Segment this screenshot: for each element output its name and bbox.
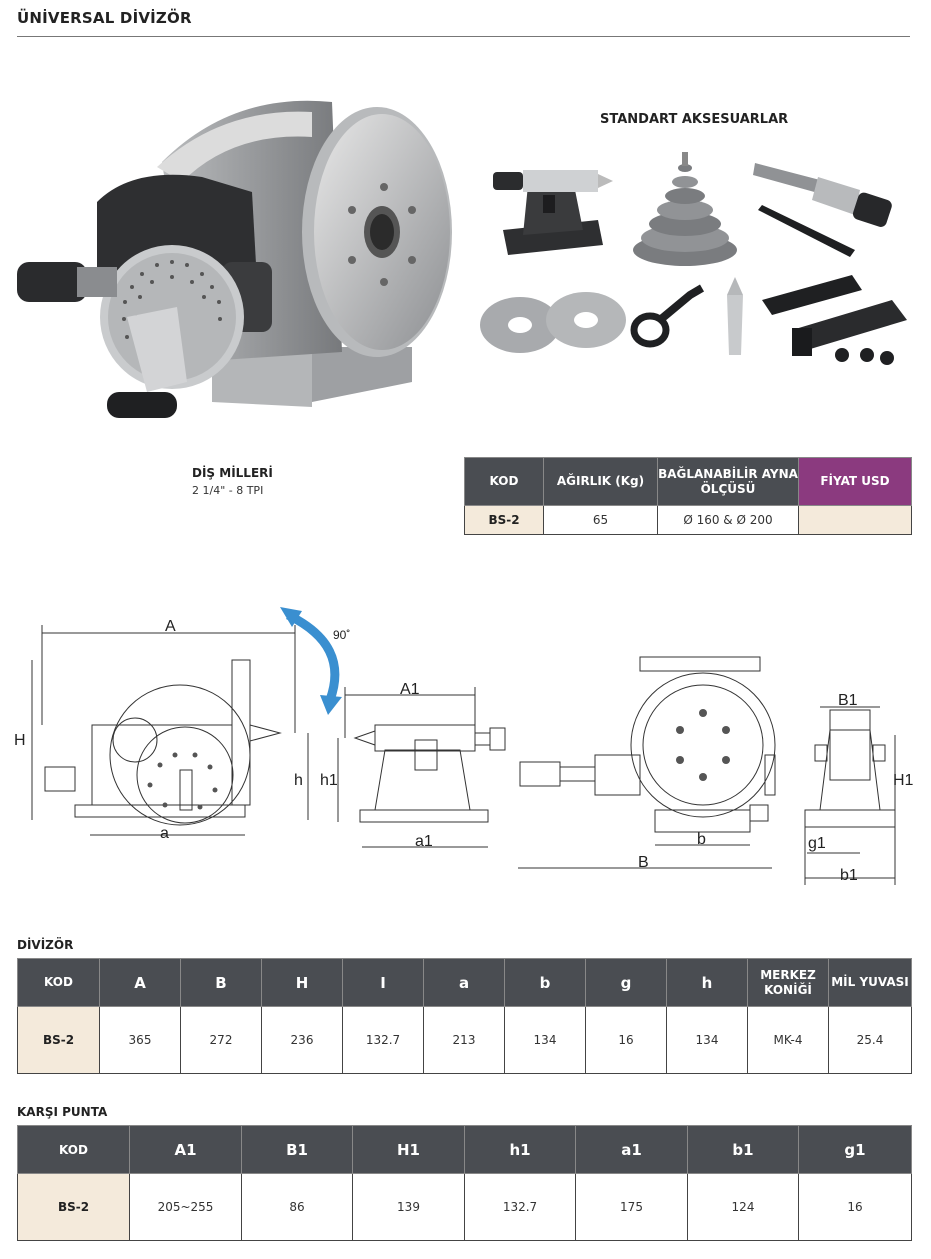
divizor-section-label: DİVİZÖR <box>17 938 74 952</box>
cell-weight: 65 <box>543 505 658 535</box>
cell-center-taper: MK-4 <box>747 1006 829 1074</box>
accessories-title: STANDART AKSESUARLAR <box>600 112 789 127</box>
header-spindle-bore: MİL YUVASI <box>828 958 912 1007</box>
dim-label-b1: b1 <box>840 867 858 884</box>
summary-table: KOD AĞIRLIK (Kg) BAĞLANABİLİR AYNA ÖLÇÜS… <box>464 457 912 535</box>
header-H: H <box>261 958 343 1007</box>
cell-a: 213 <box>423 1006 505 1074</box>
thread-value: 2 1/4" - 8 TPI <box>192 484 264 497</box>
cell-H1: 139 <box>352 1173 465 1241</box>
cell-h1: 132.7 <box>464 1173 576 1241</box>
header-code: KOD <box>17 1125 130 1174</box>
karsi-punta-section-label: KARŞI PUNTA <box>17 1105 108 1119</box>
header-code: KOD <box>17 958 100 1007</box>
header-center-taper: MERKEZ KONİĞİ <box>747 958 829 1007</box>
cell-code: BS-2 <box>17 1173 130 1241</box>
gear-set-photo <box>633 152 737 266</box>
header-B1: B1 <box>241 1125 353 1174</box>
cell-h: 134 <box>666 1006 748 1074</box>
header-h: h <box>666 958 748 1007</box>
cell-g1: 16 <box>798 1173 912 1241</box>
header-a: a <box>423 958 505 1007</box>
divizor-table: KOD A B H I a b g h MERKEZ KONİĞİ MİL YU… <box>17 958 912 1074</box>
cell-A: 365 <box>99 1006 181 1074</box>
table-row: BS-2 365 272 236 132.7 213 134 16 134 MK… <box>17 1006 912 1074</box>
clamp-photo <box>762 275 907 365</box>
header-A: A <box>99 958 181 1007</box>
cell-price <box>798 505 912 535</box>
header-weight: AĞIRLIK (Kg) <box>543 457 658 506</box>
cell-g: 16 <box>585 1006 667 1074</box>
header-g1: g1 <box>798 1125 912 1174</box>
dim-label-B1: B1 <box>838 692 858 709</box>
cell-I: 132.7 <box>342 1006 424 1074</box>
dim-label-a: a <box>160 825 169 842</box>
arbor-photo <box>753 163 892 257</box>
cell-spindle-bore: 25.4 <box>828 1006 912 1074</box>
cell-chuck-size: Ø 160 & Ø 200 <box>657 505 799 535</box>
table-row: BS-2 205~255 86 139 132.7 175 124 16 <box>17 1173 912 1241</box>
page-title: ÜNİVERSAL DİVİZÖR <box>17 9 192 27</box>
header-H1: H1 <box>352 1125 465 1174</box>
header-I: I <box>342 958 424 1007</box>
tailstock-photo <box>493 170 613 255</box>
header-b: b <box>504 958 586 1007</box>
header-price: FİYAT USD <box>798 457 912 506</box>
angle-label: 90˚ <box>333 628 350 642</box>
cell-code: BS-2 <box>464 505 544 535</box>
header-chuck-size: BAĞLANABİLİR AYNA ÖLÇÜSÜ <box>657 457 799 506</box>
dim-label-b: b <box>697 831 706 848</box>
dim-label-B: B <box>638 854 649 871</box>
thread-label: DİŞ MİLLERİ <box>192 466 273 480</box>
cell-b1: 124 <box>687 1173 799 1241</box>
cell-a1: 175 <box>575 1173 688 1241</box>
header-h1: h1 <box>464 1125 576 1174</box>
cell-code: BS-2 <box>17 1006 100 1074</box>
dividing-head-photo <box>17 100 452 418</box>
cell-H: 236 <box>261 1006 343 1074</box>
cell-B: 272 <box>180 1006 262 1074</box>
header-B: B <box>180 958 262 1007</box>
cell-A1: 205~255 <box>129 1173 242 1241</box>
dim-label-a1: a1 <box>415 833 433 850</box>
dim-label-H: H <box>14 732 26 749</box>
title-divider <box>17 36 910 37</box>
rotation-arrow-icon <box>286 610 340 702</box>
karsi-punta-table: KOD A1 B1 H1 h1 a1 b1 g1 BS-2 205~255 86… <box>17 1125 912 1241</box>
cell-B1: 86 <box>241 1173 353 1241</box>
header-A1: A1 <box>129 1125 242 1174</box>
header-code: KOD <box>464 457 544 506</box>
cell-b: 134 <box>504 1006 586 1074</box>
dim-label-g1: g1 <box>808 835 826 852</box>
dead-center-photo <box>727 277 743 355</box>
dim-label-h1: h1 <box>320 772 338 789</box>
lathe-dog-photo <box>630 284 705 348</box>
dim-label-h: h <box>294 772 303 789</box>
dim-label-H1: H1 <box>893 772 914 789</box>
header-g: g <box>585 958 667 1007</box>
dim-label-A1: A1 <box>400 681 420 698</box>
index-plates-photo <box>480 292 626 353</box>
dim-label-A: A <box>165 618 176 635</box>
technical-drawing: A H h a A1 h1 a1 B b B1 H1 g1 b1 90˚ <box>14 607 914 885</box>
header-a1: a1 <box>575 1125 688 1174</box>
table-row: BS-2 65 Ø 160 & Ø 200 <box>464 505 912 535</box>
header-b1: b1 <box>687 1125 799 1174</box>
